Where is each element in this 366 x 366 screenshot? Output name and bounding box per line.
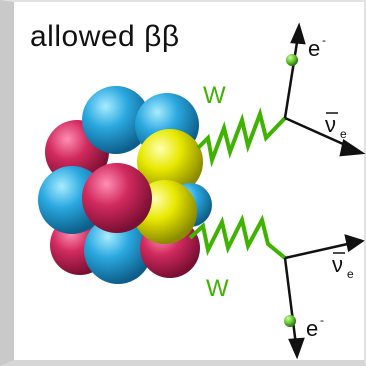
w-boson-bottom-label: W bbox=[206, 275, 229, 302]
antineutrino-bottom-flavor: e bbox=[347, 267, 354, 281]
electron-top-line bbox=[285, 36, 298, 118]
electron-top-dot bbox=[286, 54, 298, 66]
electron-bottom-charge: - bbox=[320, 313, 324, 327]
electron-bottom-line bbox=[285, 258, 296, 345]
electron-bottom-dot bbox=[284, 315, 296, 327]
nucleon-proton bbox=[82, 163, 152, 233]
w-boson-top-line bbox=[198, 114, 285, 160]
w-boson-bottom-line bbox=[190, 220, 285, 258]
antineutrino-top-flavor: e bbox=[340, 127, 347, 141]
electron-top-label: e bbox=[308, 36, 320, 61]
antineutrino-bottom-arrowhead bbox=[346, 236, 362, 250]
electron-top-charge: - bbox=[322, 33, 326, 47]
antineutrino-top-label: ν bbox=[325, 112, 336, 137]
nucleus bbox=[38, 86, 212, 284]
w-boson-top-label: W bbox=[203, 82, 226, 109]
antineutrino-bottom-label: ν bbox=[332, 252, 343, 277]
electron-bottom-label: e bbox=[306, 316, 318, 341]
electron-top-arrowhead bbox=[292, 26, 304, 43]
electron-bottom-arrowhead bbox=[290, 339, 303, 356]
bottom-vertex bbox=[285, 236, 362, 356]
antineutrino-top-arrowhead bbox=[341, 141, 362, 155]
